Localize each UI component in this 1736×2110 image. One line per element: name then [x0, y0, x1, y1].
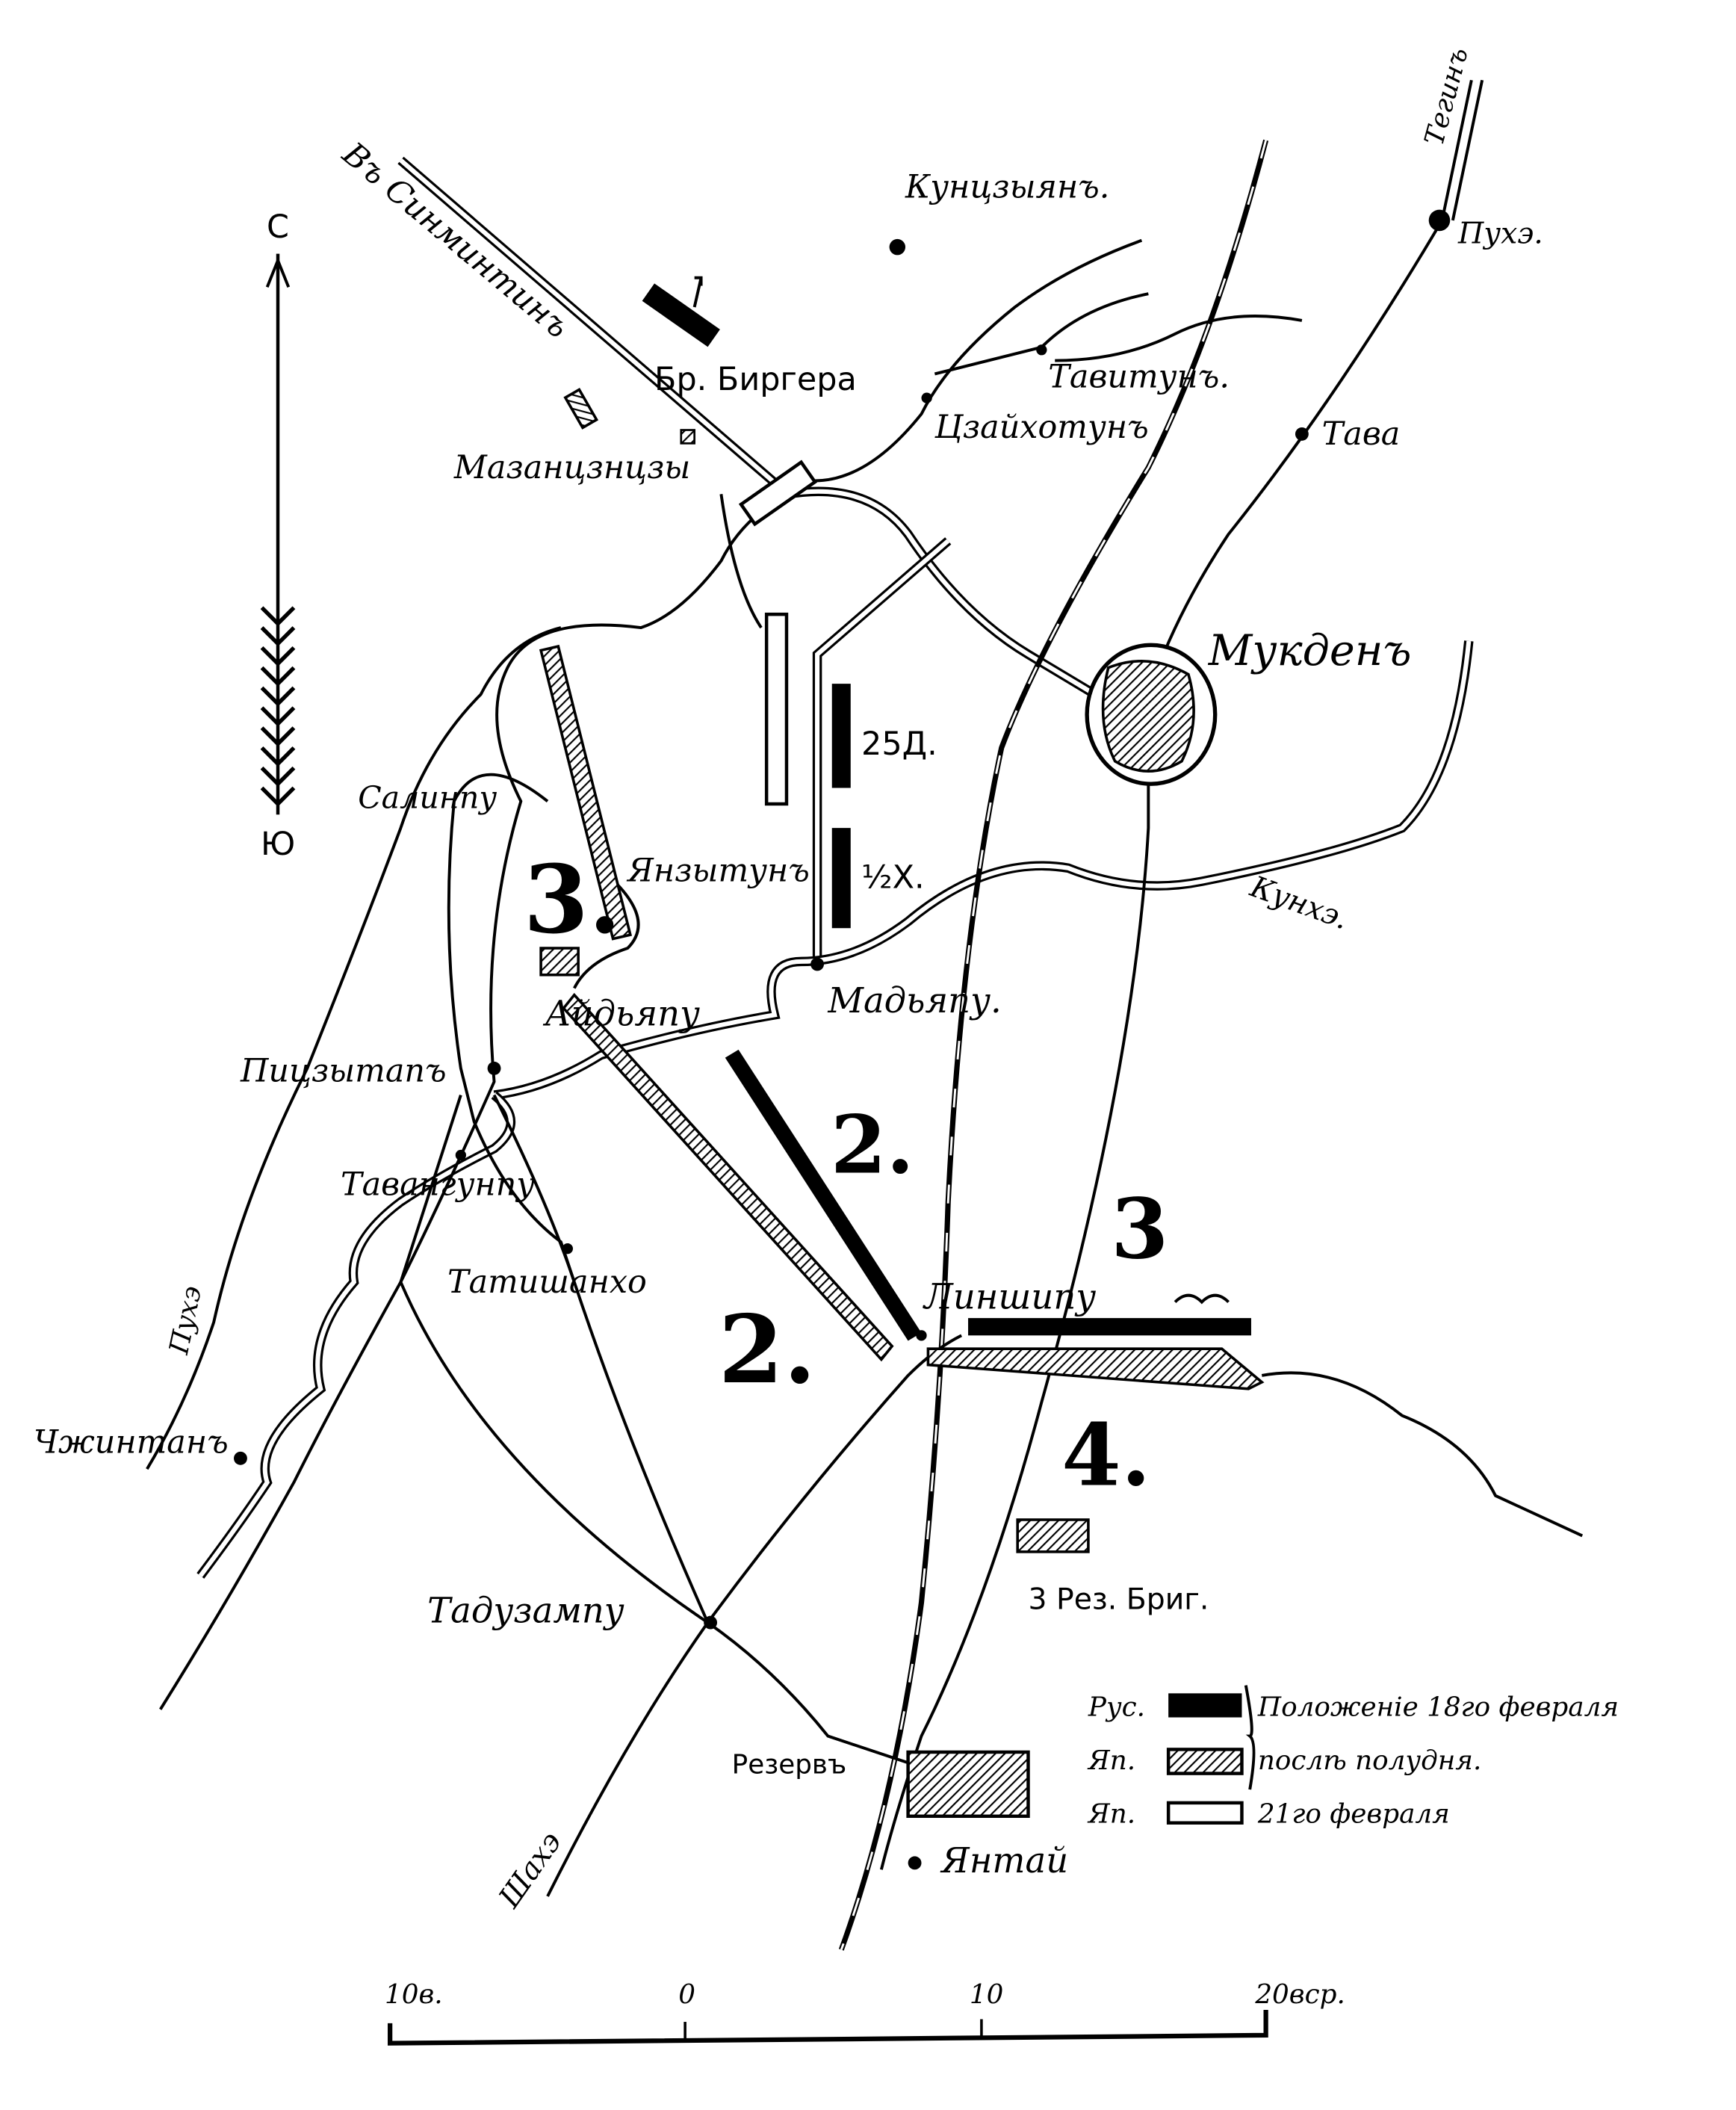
place-labels: Въ Синминтинъ Кунцзыянъ. Бр. Биргера Маз…: [34, 44, 1543, 1914]
scale-label: 10: [970, 1979, 1003, 2010]
label-pukhe-west: Пухэ: [164, 1283, 208, 1358]
japanese-4th-army: [926, 1347, 1265, 1390]
japanese-3rd-army: [539, 644, 633, 941]
legend-side: Рус.: [1088, 1692, 1145, 1723]
label-tatishanho: Татишанхо: [447, 1263, 647, 1301]
label-japanese-4th-army: 4.: [1061, 1405, 1150, 1506]
legend-text: Положеніе 18го февраля: [1257, 1692, 1619, 1723]
legend-side: Яп.: [1087, 1799, 1135, 1830]
army-numbers: 25Д. ½X. 3. 2. 2. 3 4.: [524, 725, 1169, 1506]
legend-text: 21го февраля: [1257, 1799, 1450, 1830]
label-pukhe-north: Пухэ.: [1457, 217, 1543, 250]
label-25th-division: 25Д.: [861, 725, 937, 763]
label-yanzytun: Янзытунъ: [626, 853, 810, 890]
russian-3rd-army: [968, 1318, 1251, 1336]
compass-south-label: Ю: [261, 826, 295, 863]
label-taduzampu: Тадузампу: [427, 1591, 624, 1631]
label-to-sinmintin: Въ Синминтинъ: [335, 134, 576, 345]
label-madyapu: Мадьяпу.: [827, 980, 1001, 1021]
label-linshipu: Линшипу: [923, 1277, 1096, 1317]
unit-positions: [539, 276, 1265, 1819]
japanese-2nd-army: [562, 992, 894, 1362]
reserve-brigade-block: [1016, 1518, 1090, 1553]
legend-side: Яп.: [1087, 1745, 1135, 1776]
legend-swatch-open: [1166, 1801, 1244, 1825]
legend-text: послѣ полудня.: [1258, 1745, 1481, 1776]
label-mukden: Мукденъ: [1208, 626, 1412, 675]
label-russian-3rd-army: 3: [1111, 1181, 1168, 1278]
legend-swatch-solid: [1168, 1693, 1242, 1718]
village-markers: [234, 209, 1451, 1870]
label-tava: Тава: [1322, 415, 1401, 453]
label-shahe: Шахэ: [492, 1826, 568, 1915]
scale-bar: 10в. 0 10 20вср.: [385, 1979, 1345, 2046]
label-tegin: Тегинъ: [1419, 44, 1475, 148]
label-kunzyyan: Кунцзыянъ.: [905, 169, 1109, 206]
label-salinpu: Салинпу: [358, 779, 497, 815]
label-reserve: Резервъ: [732, 1750, 847, 1780]
road-network: [196, 156, 1474, 1579]
label-kunhe: Кунхэ.: [1245, 870, 1353, 936]
label-yantai: Янтай: [940, 1840, 1068, 1881]
label-zaihotun: Цзайхотунъ: [934, 409, 1148, 446]
legend-swatch-hatched: [1166, 1748, 1244, 1775]
mukden-city-icon: [1085, 643, 1218, 786]
label-birger: Бр. Биргера: [654, 361, 857, 398]
label-half-x-corps: ½X.: [861, 859, 925, 897]
birger-brigade-block: [642, 283, 720, 347]
label-chzhintan: Чжинтанъ: [34, 1424, 229, 1461]
north-arrow-icon: [260, 253, 296, 815]
scale-label: 0: [678, 1979, 695, 2010]
label-russian-2nd-army: 2.: [831, 1098, 914, 1192]
label-tavangunpu: Тавангунпу: [341, 1166, 535, 1204]
compass-north-label: С: [267, 208, 289, 246]
label-tavitun: Тавитунъ.: [1048, 358, 1230, 395]
russian-25th-division: [831, 684, 851, 788]
label-reserve-brigade: 3 Рез. Бриг.: [1028, 1583, 1209, 1617]
legend: Рус. Положеніе 18го февраля Яп. послѣ по…: [1087, 1685, 1619, 1830]
label-japanese-3rd-army: 3.: [524, 845, 621, 955]
label-japanese-2nd-army: 2.: [719, 1295, 816, 1405]
reserve-block: [906, 1750, 1030, 1819]
label-mazanzyuzy: Мазанцзнцзы: [453, 449, 690, 486]
railway: [838, 139, 1269, 1951]
russian-2nd-army: [725, 1049, 922, 1341]
scale-label: 20вср.: [1254, 1979, 1345, 2010]
russian-half-x-corps: [831, 828, 851, 929]
scale-label: 10в.: [385, 1979, 443, 2010]
label-aidyapu: Айдьяпу: [542, 994, 700, 1034]
japanese-position-21st: [764, 612, 789, 806]
japanese-position-21st: [738, 460, 818, 527]
label-pizytap: Пицзытапъ: [240, 1053, 447, 1090]
